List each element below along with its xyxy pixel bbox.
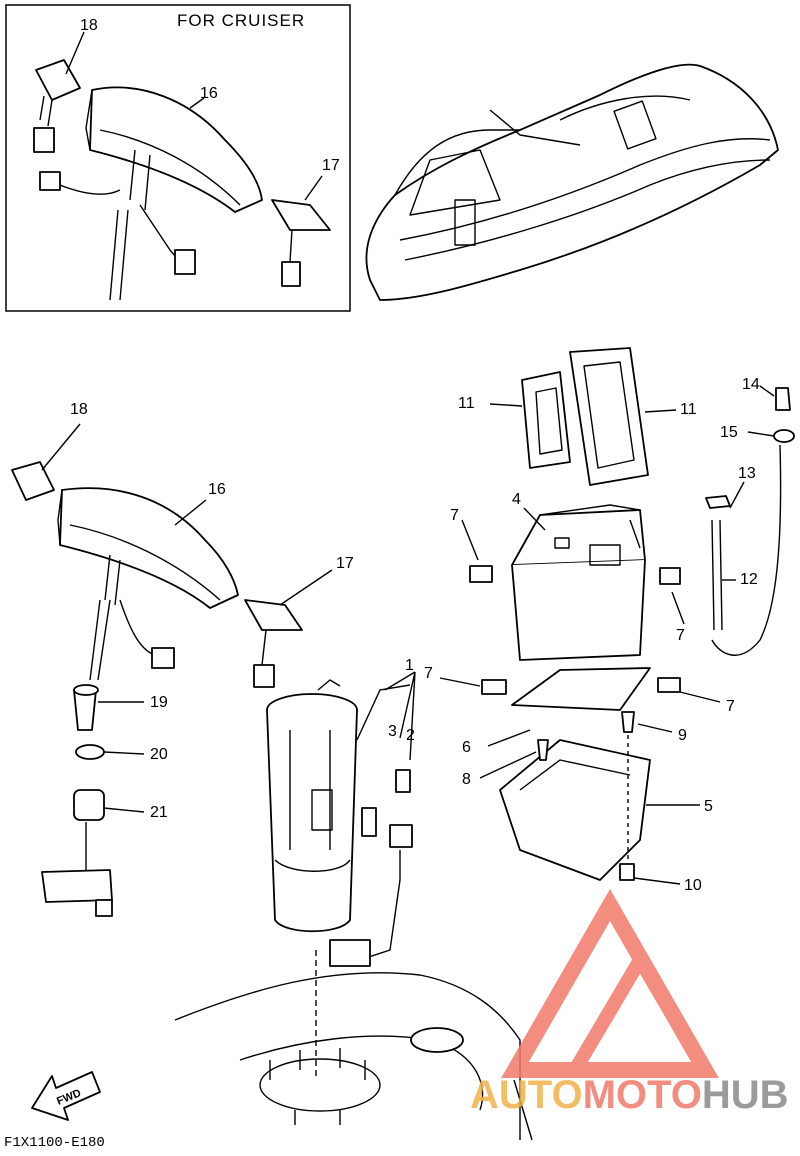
part-17 xyxy=(244,599,303,631)
callout-15: 15 xyxy=(720,424,738,441)
part-20 xyxy=(75,744,105,760)
inset-meter-16 xyxy=(39,86,263,301)
callout-7a: 7 xyxy=(450,507,459,524)
callout-3: 3 xyxy=(388,723,397,740)
hull-base xyxy=(174,950,533,1141)
part-15 xyxy=(773,429,795,443)
part-16 xyxy=(59,487,239,609)
inset-switch-18 xyxy=(33,59,81,153)
part-19 xyxy=(73,689,97,731)
callout-7d: 7 xyxy=(726,698,735,715)
fuel-pump-assembly: 1 3 2 xyxy=(266,657,416,967)
watermark-logo-inner-icon xyxy=(568,946,697,1074)
callout-inset-16: 16 xyxy=(200,85,218,102)
inset-border xyxy=(5,4,351,312)
part-12 xyxy=(711,519,723,631)
callout-11a: 11 xyxy=(458,395,475,412)
callout-11b: 11 xyxy=(680,401,697,418)
battery-assembly: 11 11 14 15 13 4 7 7 12 7 7 6 9 8 5 10 xyxy=(424,347,795,894)
callout-main-18: 18 xyxy=(70,401,88,418)
callout-main-16: 16 xyxy=(208,481,226,498)
part-9 xyxy=(621,711,635,733)
callout-2: 2 xyxy=(406,727,415,744)
part-7d xyxy=(657,677,681,693)
part-4 xyxy=(511,509,646,566)
callout-inset-17: 17 xyxy=(322,157,340,174)
part-14 xyxy=(775,387,791,411)
watercraft-overview xyxy=(365,63,779,301)
inset-switch-17 xyxy=(271,199,331,287)
part-7b xyxy=(659,567,681,585)
part-8 xyxy=(537,739,549,761)
callout-4: 4 xyxy=(512,491,521,508)
callout-19: 19 xyxy=(150,694,168,711)
watermark-text-moto: MOTO xyxy=(583,1073,702,1117)
part-7c xyxy=(481,679,507,695)
callout-5: 5 xyxy=(704,798,713,815)
callout-inset-18: 18 xyxy=(80,17,98,34)
part-13 xyxy=(705,495,731,509)
callout-21: 21 xyxy=(150,804,168,821)
cruiser-inset: FOR CRUISER 18 16 xyxy=(5,4,351,312)
callout-8: 8 xyxy=(462,771,471,788)
callout-main-17: 17 xyxy=(336,555,354,572)
part-5 xyxy=(499,739,651,881)
brand-watermark: AUTOMOTOHUB xyxy=(470,888,789,1117)
fwd-arrow: FWD xyxy=(31,1071,101,1121)
part-7a xyxy=(469,565,493,583)
callout-20: 20 xyxy=(150,746,168,763)
callout-9: 9 xyxy=(678,727,687,744)
inset-title: FOR CRUISER xyxy=(177,11,305,30)
part-11-band-a xyxy=(521,371,571,469)
callout-1: 1 xyxy=(405,657,414,674)
callout-7b: 7 xyxy=(676,627,685,644)
watermark-logo-icon xyxy=(501,888,719,1078)
part-21 xyxy=(73,789,105,821)
callout-6: 6 xyxy=(462,739,471,756)
diagram-code: F1X1100-E180 xyxy=(4,1135,105,1151)
watermark-text-auto: AUTO xyxy=(470,1073,583,1117)
part-10 xyxy=(619,863,635,881)
callout-13: 13 xyxy=(738,465,756,482)
callout-14: 14 xyxy=(742,376,760,393)
svg-text:AUTOMOTOHUB: AUTOMOTOHUB xyxy=(470,1073,789,1117)
part-11-band-b xyxy=(569,347,649,486)
callout-10: 10 xyxy=(684,877,702,894)
callout-12: 12 xyxy=(740,571,758,588)
watermark-text-hub: HUB xyxy=(702,1073,789,1117)
callout-7c: 7 xyxy=(424,665,433,682)
meter-assembly: 18 16 17 19 20 21 xyxy=(11,401,354,917)
part-18 xyxy=(11,461,55,501)
